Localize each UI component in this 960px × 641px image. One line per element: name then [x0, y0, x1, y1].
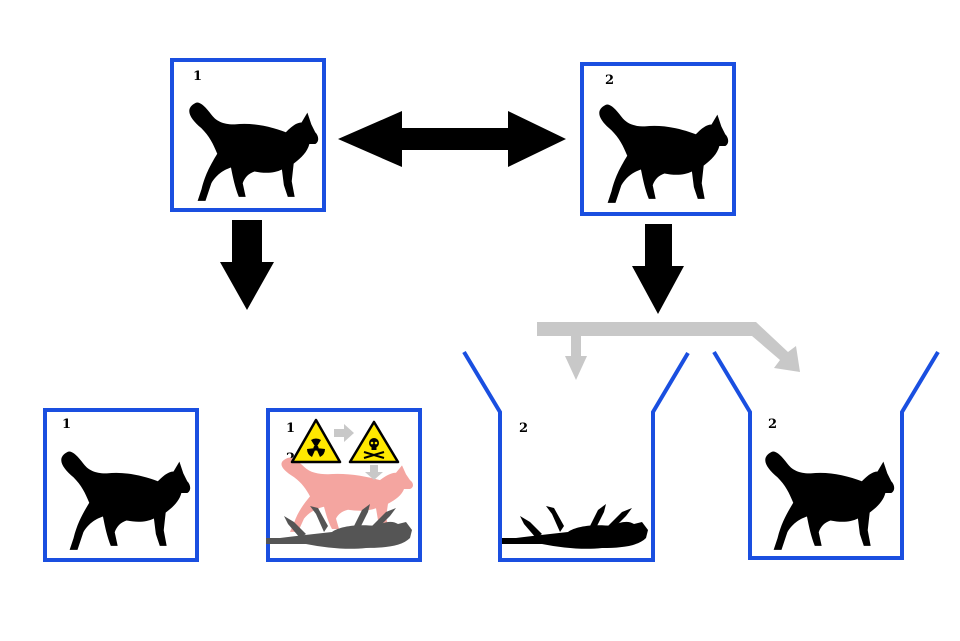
- dead-cat-icon: [502, 504, 648, 549]
- box-bottom-superposed: 1 2: [266, 408, 422, 562]
- small-down-arrow-icon: [365, 465, 383, 480]
- container-dead: 2: [462, 350, 690, 562]
- radiation-warning-icon: [290, 418, 342, 464]
- container-alive: 2: [712, 350, 940, 560]
- down-arrow-right-icon: [632, 224, 684, 314]
- down-arrow-left-icon: [220, 220, 274, 310]
- box-top-right: 2: [580, 62, 736, 216]
- poison-warning-icon: [348, 420, 400, 464]
- transition-arrow-icon: [334, 424, 354, 442]
- gray-branch-arrow-icon: [537, 322, 800, 380]
- box-superposed-label: 1: [286, 421, 295, 436]
- box-top-right-label: 2: [605, 73, 614, 88]
- container-alive-label: 2: [768, 417, 777, 432]
- box-top-left: 1: [170, 58, 326, 212]
- container-dead-label: 2: [519, 421, 528, 436]
- box-top-left-label: 1: [193, 69, 202, 84]
- double-arrow-icon: [338, 111, 566, 167]
- box-bottom-left-alive-label: 1: [62, 417, 71, 432]
- box-bottom-left-alive: 1: [43, 408, 199, 562]
- alive-cat-icon: [765, 451, 895, 550]
